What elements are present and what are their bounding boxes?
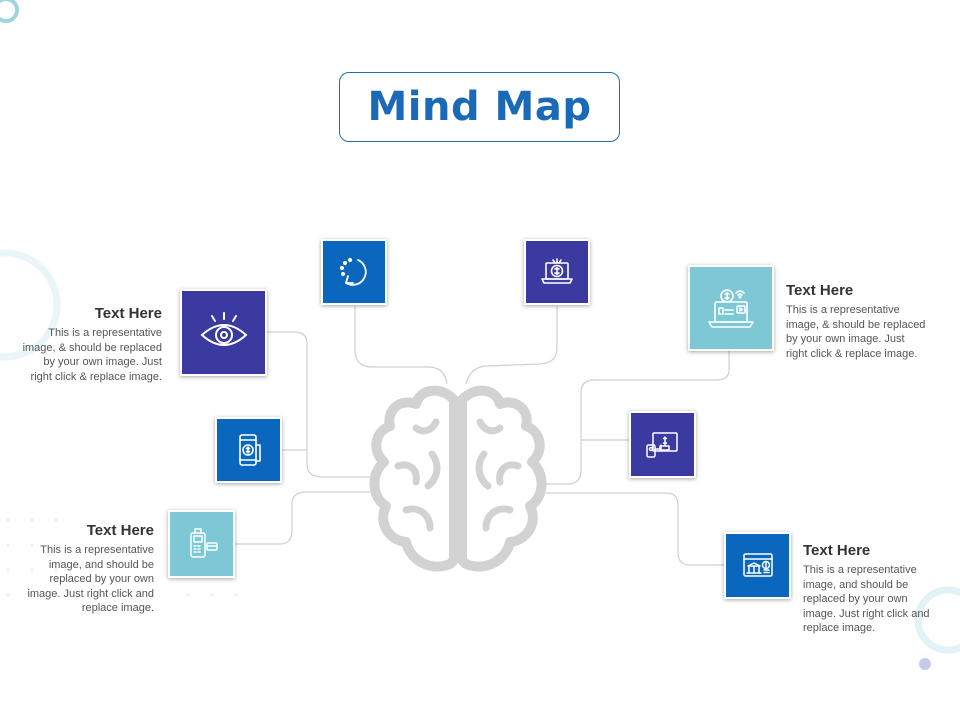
block-heading: Text Here: [803, 542, 871, 559]
text-block-upper-left: Text Here This is a representative image…: [22, 305, 162, 384]
node-eye[interactable]: [180, 289, 267, 376]
text-block-upper-right: Text Here This is a representative image…: [786, 282, 926, 361]
deco-ring-left: [0, 249, 61, 361]
node-card-terminal[interactable]: [168, 510, 235, 578]
node-refresh[interactable]: [321, 239, 387, 305]
node-digital-display[interactable]: [629, 411, 696, 478]
money-laptop-icon: [541, 258, 573, 284]
deco-dot-grid: [6, 518, 238, 597]
deco-ring-bottom-right: [914, 586, 960, 654]
node-mobile-payment[interactable]: [215, 417, 282, 483]
connector-online-finance: [546, 351, 730, 485]
page-title: Mind Map: [367, 84, 592, 130]
connector-card-terminal: [235, 491, 370, 545]
brain-icon: [369, 385, 547, 572]
deco-ring-top-left: [0, 0, 19, 23]
online-finance-icon: [708, 289, 754, 328]
online-banking-icon: [742, 552, 773, 577]
refresh-arrow-icon: [339, 257, 367, 286]
connector-eye: [267, 331, 370, 478]
mobile-payment-icon: [238, 434, 261, 466]
node-money-laptop[interactable]: [524, 239, 590, 305]
block-body: This is a representative image, and shou…: [27, 544, 154, 614]
block-heading: Text Here: [86, 522, 154, 539]
block-body: This is a representative image, and shou…: [803, 564, 930, 634]
deco-dot-bottom-right: [919, 658, 931, 670]
card-terminal-icon: [189, 528, 218, 558]
connector-top-left: [354, 306, 448, 385]
block-body: This is a representative image, & should…: [786, 304, 926, 360]
block-heading: Text Here: [786, 282, 854, 299]
eye-icon: [200, 311, 247, 346]
text-block-lower-left: Text Here This is a representative image…: [14, 522, 154, 616]
block-body: This is a representative image, & should…: [22, 327, 162, 383]
digital-display-icon: [645, 431, 678, 458]
text-block-lower-right: Text Here This is a representative image…: [803, 542, 943, 636]
title-box: Mind Map: [339, 72, 620, 142]
node-online-banking[interactable]: [724, 532, 791, 599]
connector-top-right: [465, 306, 558, 385]
connector-online-banking: [546, 492, 724, 566]
node-online-finance[interactable]: [688, 265, 774, 351]
block-heading: Text Here: [94, 305, 162, 322]
